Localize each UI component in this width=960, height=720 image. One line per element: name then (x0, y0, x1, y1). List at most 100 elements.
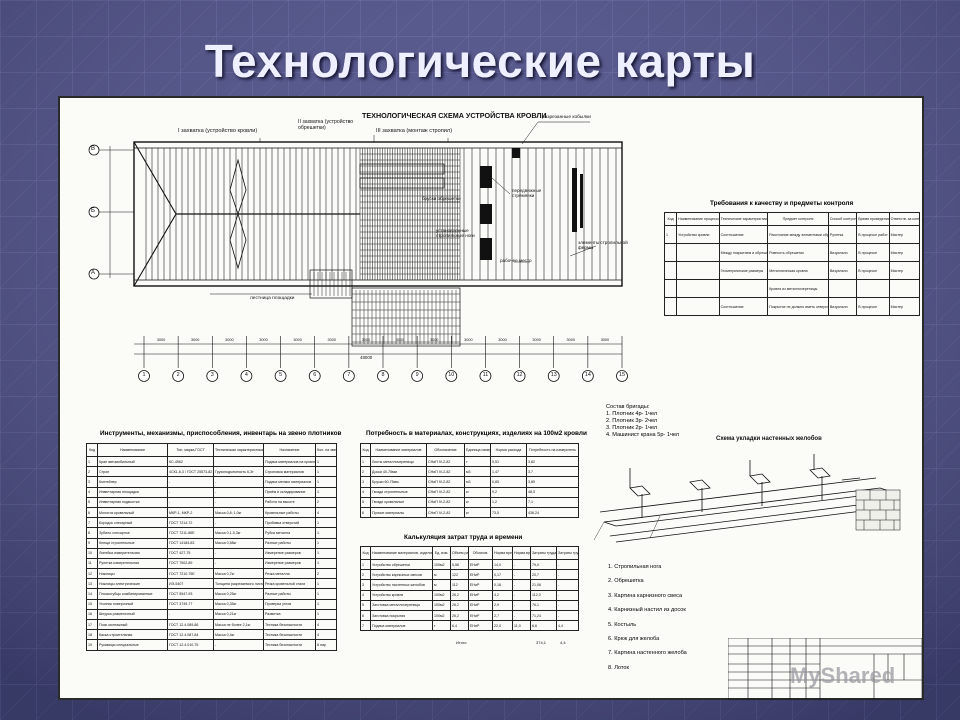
table-cell: Техника безопасности (263, 618, 316, 631)
grid-axis-label: 3 (210, 372, 214, 378)
table-cell: 2 (86, 466, 98, 478)
dimension-label: 3000 (259, 338, 268, 342)
table-cell: 76,1 (530, 599, 557, 611)
brigade-item: 3. Плотник 2р- 1чел (606, 425, 658, 431)
table-cell: 112,0 (530, 589, 557, 601)
table-cell: - (213, 476, 264, 488)
grid-axis-label: 6 (313, 372, 317, 378)
table-cell: 4 (360, 486, 371, 498)
table-cell: Геометрические размеры (718, 261, 769, 280)
table-cell: 10 (86, 547, 98, 559)
table-cell: Мастер (888, 225, 921, 244)
scheme-title: ТЕХНОЛОГИЧЕСКАЯ СХЕМА УСТРОЙСТВА КРОВЛИ (362, 111, 547, 120)
grid-axis-marker (479, 370, 492, 382)
table-cell: - (167, 496, 214, 508)
slide-title: Технологические карты (204, 35, 756, 87)
table-cell: Бородок слесарный (97, 517, 168, 529)
table-cell: СНиП IV-2-82 (426, 466, 465, 478)
table-header-cell: Затраты труда маш. (556, 546, 579, 560)
table-cell (676, 297, 720, 316)
table-header-cell: Ед. изм. (432, 546, 451, 560)
table-cell: 4 (86, 486, 98, 498)
table-cell: ГОСТ 3749-77 (167, 598, 214, 610)
grid-axis-marker (513, 370, 526, 382)
table-cell: 4 (315, 618, 337, 631)
table-cell: 1 (315, 537, 337, 549)
table-cell: 26,2 (450, 589, 469, 601)
table-cell: В процессе (856, 297, 890, 316)
table-cell (676, 261, 720, 280)
table-cell: Листы металлочерепицы (370, 455, 427, 468)
table-cell (718, 279, 769, 298)
table-cell: - (213, 639, 264, 651)
table-cell: В процессе работ (856, 225, 890, 244)
table-cell: Ровность обрешетки (767, 243, 829, 262)
brigade-item: 2. Плотник 3р- 2чел (606, 418, 658, 424)
table-cell: Разметка (263, 608, 316, 621)
dimension-label: 3000 (361, 338, 371, 342)
dimension-label: 3000 (156, 338, 166, 342)
callout-ladder: лестница площадки (250, 296, 295, 301)
table-cell: Устройство карнизных свесов (370, 569, 433, 581)
table-cell: Зубило слесарное (97, 527, 168, 539)
table-cell: - (556, 589, 579, 601)
grid-axis-marker (240, 370, 253, 382)
table-cell: 1 (663, 225, 678, 244)
table-cell: Пробивка отверстий (263, 517, 316, 529)
table-cell: - (213, 557, 264, 570)
table-cell: ГОСТ 12.4.089-86 (167, 618, 214, 631)
table-cell: ГОСТ 14184-83 (167, 537, 214, 549)
table-cell: 0,17 (492, 569, 513, 581)
legend-item: 8. Лоток (608, 664, 629, 671)
table-cell: Устройство кровли (370, 589, 433, 601)
table-cell: 1 (315, 455, 337, 468)
grid-axis-label: 12 (516, 372, 523, 378)
table-header-cell: Техническая характеристика (213, 443, 264, 457)
legend-list: 1. Стропильная нога 2. Обрешетка 3. Карт… (608, 564, 687, 679)
table-cell: 1 (315, 466, 337, 478)
table-cell: ГОСТ 7210-75Е (167, 568, 214, 580)
brigade-title: Состав бригады: (606, 404, 650, 410)
table-cell: 4СК1-6,3 / ГОСТ 25573-82 (167, 466, 214, 478)
legend-item: 5. Костыль (608, 621, 637, 628)
roof-scheme-drawing (88, 121, 628, 382)
table-cell: 2 (360, 466, 371, 478)
dimension-label: 3000 (566, 338, 575, 342)
table-cell: 22,0 (492, 620, 513, 632)
table-cell: - (213, 517, 264, 529)
table-cell: Клещи строительные (97, 537, 168, 549)
table-cell: 6 (360, 506, 371, 519)
table-cell: 5 (360, 496, 371, 508)
table-cell: 1 (315, 527, 337, 539)
table-cell: 5 (86, 496, 98, 508)
table-cell: м3 (464, 476, 491, 488)
table-cell: 1 (315, 486, 337, 498)
table-cell (676, 279, 720, 298)
table-header-cell: Норма времени маш. (512, 546, 531, 560)
table-cell: 436,24 (526, 506, 579, 519)
dimension-label: 3000 (190, 338, 200, 342)
table-header-cell: Предмет контроля (767, 212, 829, 226)
table-cell: 3 (360, 579, 371, 591)
table-cell: 1 (315, 557, 337, 570)
zone-1-label: I захватка (устройство кровли) (178, 128, 258, 134)
table-cell: В процессе (856, 243, 890, 262)
dimension-label: 3000 (293, 338, 302, 342)
legend-item: 3. Картина карнизного свеса (608, 592, 683, 599)
table-cell (663, 261, 678, 280)
table-header-cell: Обоснов. (468, 546, 493, 560)
grid-axis-label: 8 (381, 372, 385, 378)
grid-axis-marker (377, 370, 389, 382)
table-cell: 4 (315, 506, 337, 519)
table-cell: 100м2 (432, 609, 451, 622)
